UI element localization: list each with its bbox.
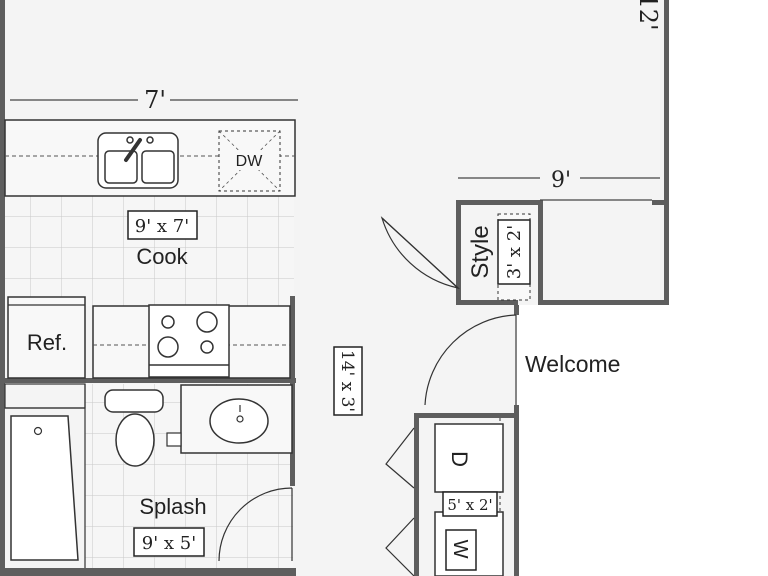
doors: [218, 216, 517, 576]
cook-size-tag: [127, 210, 198, 240]
kitchen-width-dimension: 7': [144, 86, 166, 114]
closet-width-dimension: 9': [551, 168, 571, 193]
refrigerator-icon: [7, 296, 86, 379]
cook-room-label: Cook: [136, 244, 188, 269]
splash-size-tag: [133, 527, 205, 557]
style-room-label: Style: [467, 225, 494, 278]
wall-outlines: [4, 383, 86, 568]
entry-label: Welcome: [525, 351, 620, 377]
dishwasher-label: DW: [236, 153, 264, 170]
bath-sink-icon: [166, 384, 293, 454]
bathtub-icon: [10, 415, 79, 561]
toilet-icon: [104, 389, 164, 467]
laundry-size: 5' x 2': [447, 496, 492, 514]
hall-size-tag: [333, 346, 363, 416]
kitchen-sink-icon: [97, 132, 179, 189]
washer-label: W: [449, 540, 471, 559]
cook-size: 9' x 7': [135, 216, 189, 237]
washer-tag: [445, 529, 477, 571]
splash-room-label: Splash: [139, 494, 206, 519]
dryer-label: D: [447, 451, 472, 467]
walls: [0, 0, 669, 576]
style-size: 3' x 2': [504, 225, 525, 279]
exterior-area: [515, 305, 768, 576]
room-length-dimension: 12': [634, 0, 662, 31]
laundry-size-tag: [442, 491, 498, 517]
dimension-lines: [10, 99, 660, 201]
hall-size: 14' x 3': [337, 350, 357, 412]
refrigerator-label: Ref.: [27, 330, 67, 355]
splash-size: 9' x 5': [142, 533, 196, 554]
style-closet: [497, 213, 531, 301]
stove-icon: [148, 304, 230, 378]
